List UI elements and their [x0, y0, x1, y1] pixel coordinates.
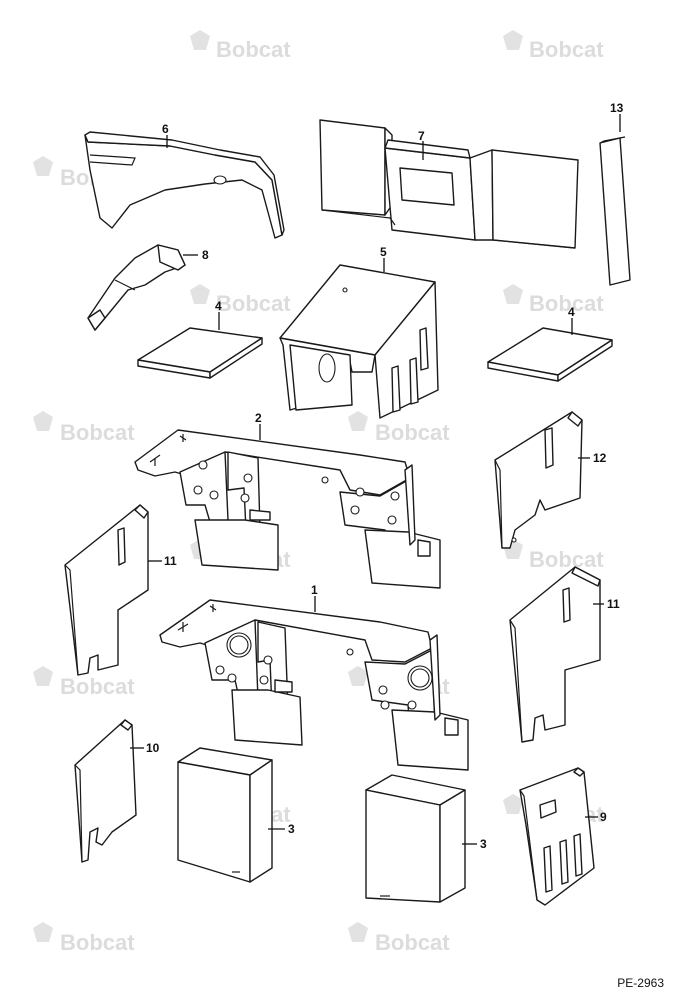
watermark: Bobcat: [33, 411, 135, 445]
part-13-strip: [599, 136, 631, 286]
callout-6: 6: [162, 122, 169, 136]
callout-10: 10: [146, 741, 160, 755]
callout-12: 12: [593, 451, 607, 465]
callout-4-left: 4: [215, 299, 222, 313]
svg-text:Bobcat: Bobcat: [60, 930, 135, 955]
svg-text:Bobcat: Bobcat: [529, 547, 604, 572]
callout-7: 7: [418, 129, 425, 143]
part-3-block-left: [177, 747, 273, 883]
part-11-side-panel-right: [509, 566, 601, 743]
watermark: Bobcat: [33, 666, 135, 699]
part-9-slotted-plate: [519, 767, 595, 906]
part-12-side-panel: [494, 411, 583, 549]
watermark: Bobcat: [190, 284, 291, 316]
part-2-mount-plate: [134, 429, 441, 589]
watermark: Bobcat: [33, 922, 135, 955]
part-10-small-panel: [74, 719, 137, 863]
watermark: Bobcat: [503, 539, 604, 572]
part-4-pad-right: [487, 327, 613, 382]
part-7-folded-panel: [319, 119, 579, 249]
callout-3-right: 3: [480, 837, 487, 851]
part-11-side-panel-left: [64, 504, 149, 676]
part-4-pad-left: [137, 327, 263, 379]
drawing-code: PE-2963: [617, 976, 664, 990]
callout-11-left: 11: [164, 554, 177, 568]
callout-1: 1: [311, 583, 318, 597]
callouts: 6 7 13 8 5 4 4 2 12 11 1 11 10 3 3 9: [130, 101, 624, 851]
callout-3-left: 3: [288, 822, 295, 836]
part-8-angled-bracket: [87, 244, 186, 331]
callout-11-right: 11: [607, 597, 620, 611]
svg-text:Bobcat: Bobcat: [60, 674, 135, 699]
svg-text:Bobcat: Bobcat: [529, 291, 604, 316]
part-5-box-cover: [279, 264, 439, 419]
callout-4-right: 4: [568, 305, 575, 319]
watermark: Bobcat: [503, 284, 604, 316]
part-1-mount-plate: [159, 599, 469, 771]
part-3-block-right: [365, 774, 466, 903]
callout-2: 2: [255, 411, 262, 425]
callout-9: 9: [600, 810, 607, 824]
svg-text:Bobcat: Bobcat: [375, 930, 450, 955]
watermark: Bobcat: [503, 30, 604, 62]
callout-5: 5: [380, 245, 387, 259]
watermark: Bobcat: [348, 411, 450, 445]
watermark: Bobcat: [348, 922, 450, 955]
svg-text:Bobcat: Bobcat: [216, 37, 291, 62]
callout-8: 8: [202, 248, 209, 262]
part-6-fender-panel: [84, 131, 285, 239]
svg-text:Bobcat: Bobcat: [375, 420, 450, 445]
watermark: Bobcat: [190, 30, 291, 62]
svg-text:Bobcat: Bobcat: [529, 37, 604, 62]
svg-text:Bobcat: Bobcat: [216, 291, 291, 316]
callout-13: 13: [610, 101, 624, 115]
svg-text:Bobcat: Bobcat: [60, 420, 135, 445]
